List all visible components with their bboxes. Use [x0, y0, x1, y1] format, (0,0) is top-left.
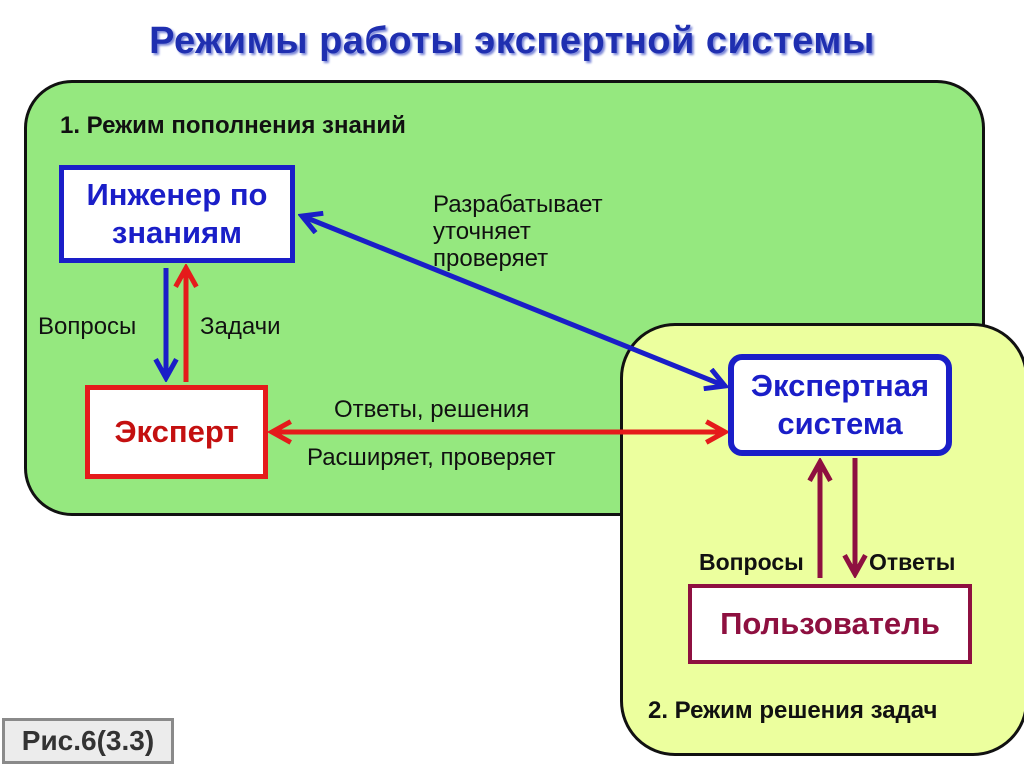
solving-mode-label: 2. Режим решения задач — [648, 697, 938, 724]
expert-system-node: Экспертная система — [728, 354, 952, 456]
edge-label-develops: Разрабатывает — [433, 191, 603, 218]
extends-checks-edge-label: Расширяет, проверяет — [307, 444, 556, 471]
expert-system-label-line2: система — [777, 406, 903, 441]
engineer-label-line1: Инженер по — [86, 177, 268, 212]
edge-label-refines: уточняет — [433, 218, 531, 245]
user-label: Пользователь — [720, 606, 940, 641]
expert-system-label-line1: Экспертная — [750, 368, 930, 403]
acquisition-mode-label: 1. Режим пополнения знаний — [60, 112, 406, 139]
engineer-es-edge-label: Разрабатывает уточняет проверяет — [433, 191, 603, 272]
tasks-edge-label: Задачи — [200, 313, 281, 340]
edge-label-checks: проверяет — [433, 245, 549, 272]
expert-node: Эксперт — [85, 385, 268, 479]
user-questions-edge-label: Вопросы — [699, 549, 804, 575]
expert-label: Эксперт — [114, 414, 239, 449]
arrow-engineer-expert-system — [302, 216, 725, 386]
user-node: Пользователь — [688, 584, 972, 664]
questions-edge-label: Вопросы — [38, 313, 137, 340]
engineer-label-line2: знаниям — [111, 215, 243, 250]
answers-solutions-edge-label: Ответы, решения — [334, 396, 530, 423]
user-answers-edge-label: Ответы — [869, 549, 956, 575]
figure-caption: Рис.6(3.3) — [2, 718, 174, 764]
diagram-title: Режимы работы экспертной системы — [149, 20, 875, 62]
knowledge-engineer-node: Инженер по знаниям — [59, 165, 295, 263]
